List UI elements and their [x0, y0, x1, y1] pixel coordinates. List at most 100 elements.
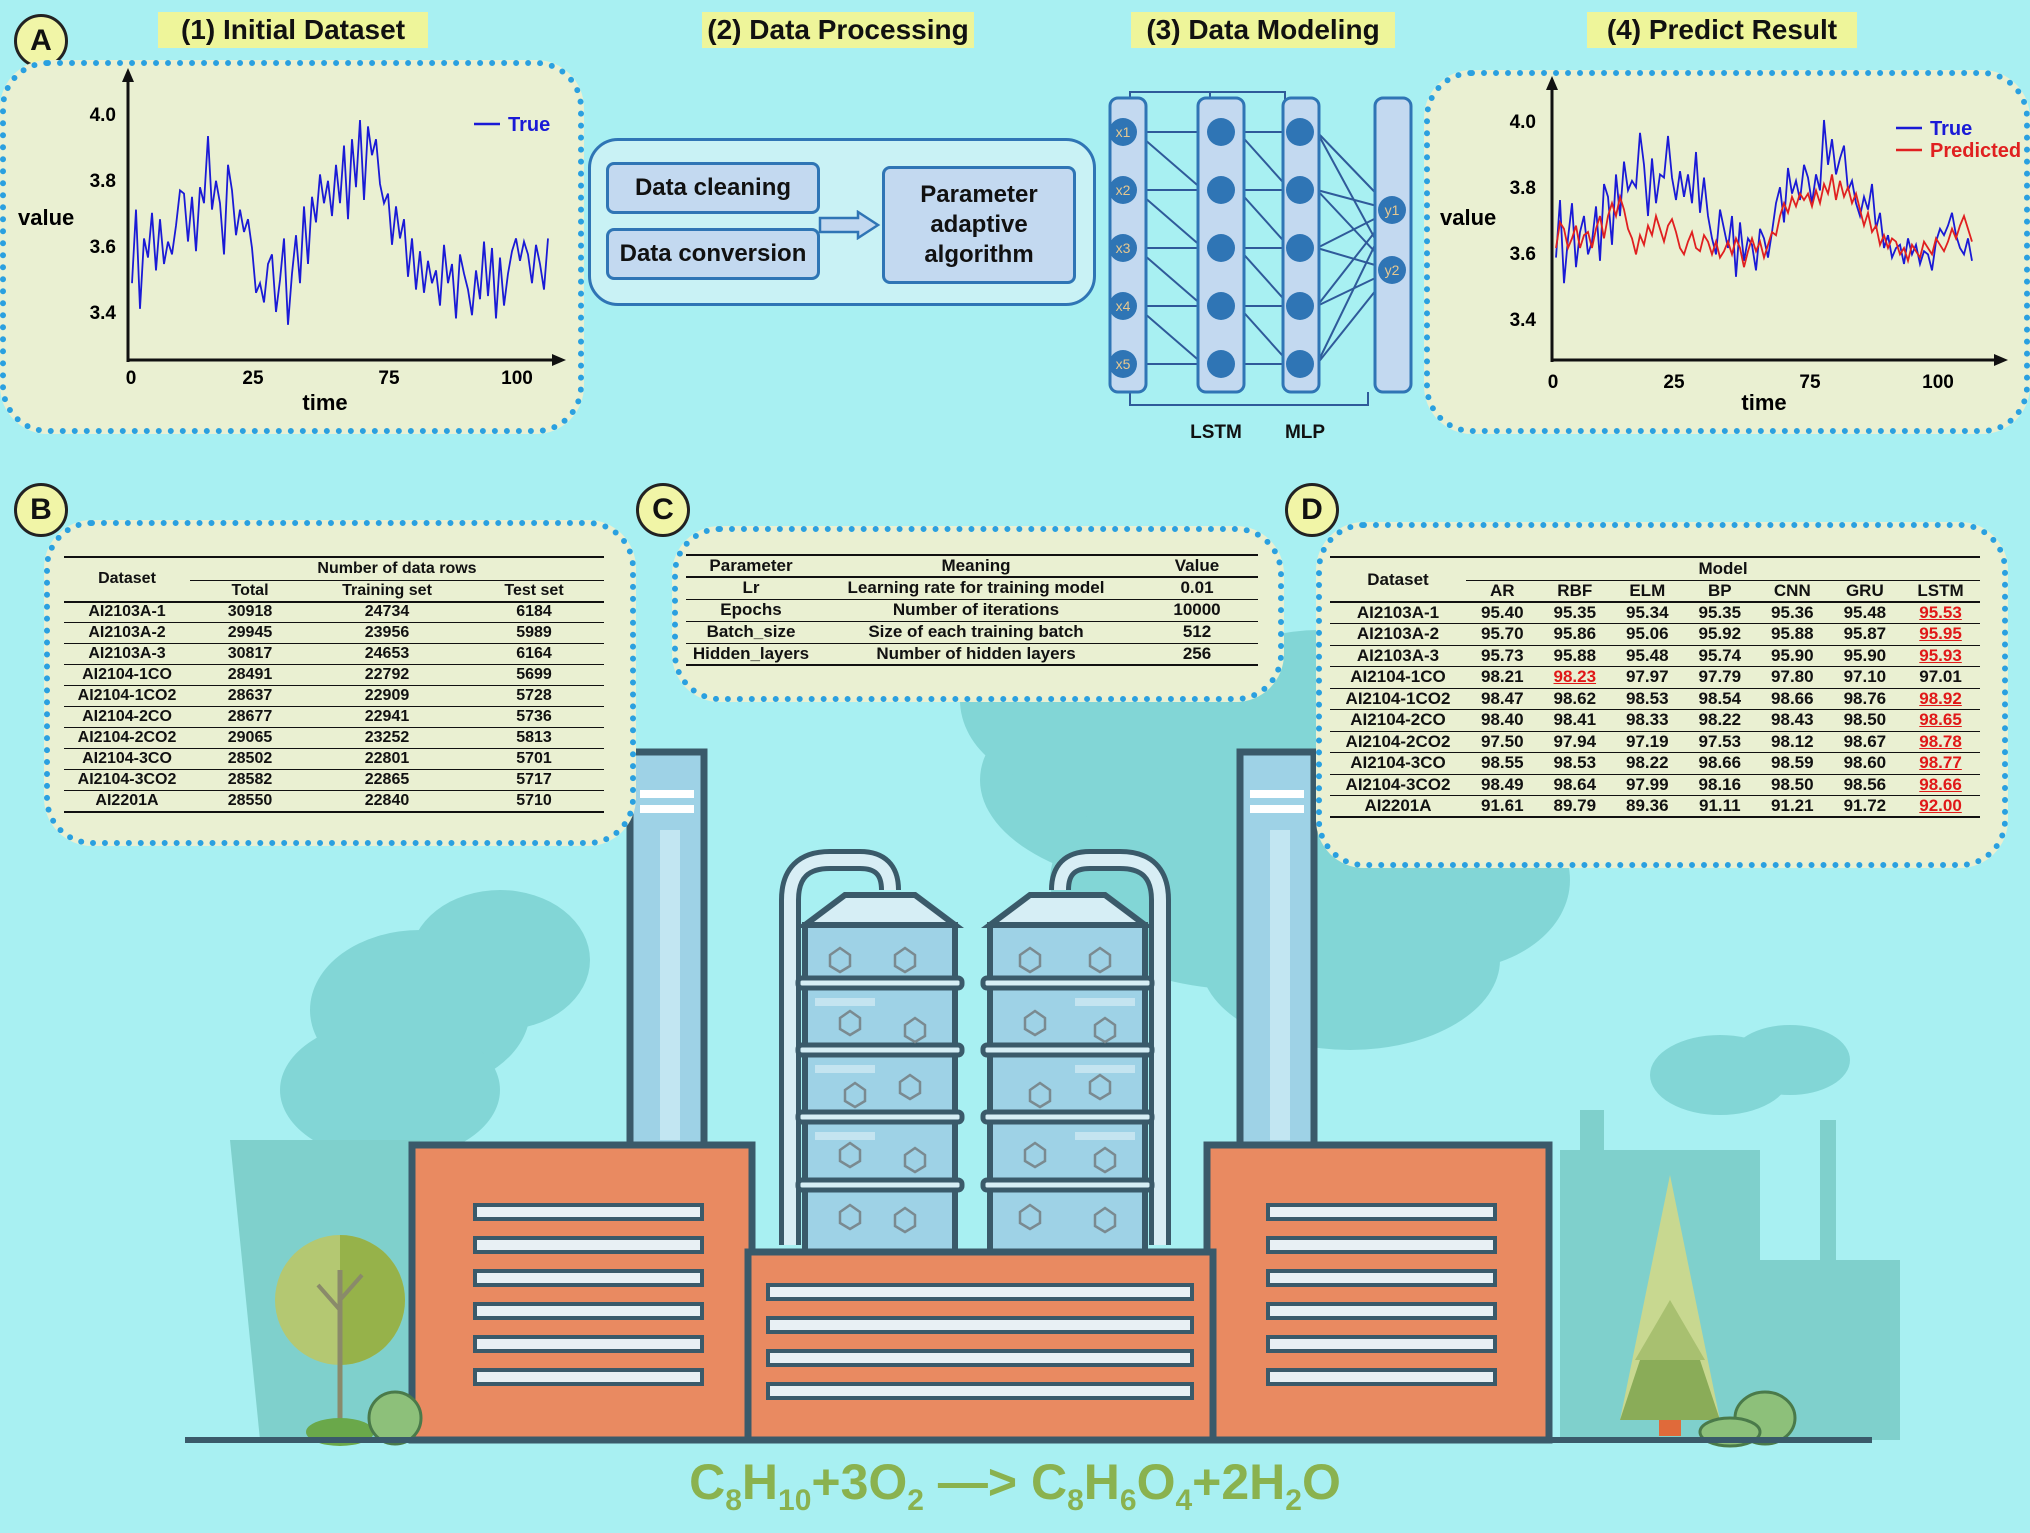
table-cell: 98.49	[1480, 774, 1524, 794]
initial-dataset-chart: value time 3.4 3.6 3.8 4.0 0 25 75 100 T…	[18, 68, 566, 415]
table-cell: 95.90	[1843, 645, 1887, 665]
table-cell: Number of hidden layers	[876, 643, 1076, 663]
section-title-data-modeling: (3) Data Modeling	[1131, 12, 1395, 48]
table-cell: 28677	[227, 708, 273, 725]
panel-label-d: D	[1285, 483, 1339, 537]
lstm-node	[1207, 176, 1235, 204]
table-cell: 98.62	[1553, 688, 1597, 708]
table-cell: 98.65	[1919, 710, 1962, 730]
table-cell: 98.16	[1698, 774, 1742, 794]
table-cell: 28502	[227, 750, 273, 767]
eq-part: O	[1301, 1454, 1341, 1510]
table-cell: 256	[1182, 643, 1212, 663]
row-label: AI2104-3CO	[1350, 753, 1446, 773]
table-cell: 98.41	[1553, 710, 1597, 730]
mlp-node	[1286, 176, 1314, 204]
table-cell: 22941	[364, 708, 410, 725]
legend-label-true: True	[508, 114, 550, 136]
table-cell: 97.80	[1771, 667, 1814, 687]
eq-sub: 8	[725, 1484, 742, 1517]
table-cell: 95.35	[1553, 603, 1597, 622]
table-cell: 98.53	[1553, 753, 1597, 773]
table-cell: 95.90	[1771, 645, 1814, 665]
input-node-label: x3	[1116, 240, 1131, 256]
table-cell: 28637	[227, 687, 273, 704]
x-tick-label: 0	[126, 368, 137, 389]
eq-part: C	[689, 1454, 726, 1510]
row-label: AI2103A-2	[88, 624, 166, 641]
table-cell: 98.66	[1919, 774, 1962, 794]
dataset-rows-table: Dataset Number of data rows Total Traini…	[64, 556, 604, 813]
row-label: AI2201A	[1364, 796, 1432, 815]
algorithm-label-line2: adaptive	[930, 211, 1028, 238]
table-cell: 98.33	[1626, 710, 1669, 730]
panel-label-a: A	[14, 14, 68, 68]
table-cell: 29945	[227, 624, 273, 641]
x-axis-label: time	[302, 390, 347, 415]
table-cell: 95.70	[1480, 624, 1524, 644]
eq-part: C	[1030, 1454, 1068, 1510]
table-cell: 28582	[227, 771, 273, 788]
row-label: AI2104-2CO2	[1345, 731, 1451, 751]
table-cell: 98.40	[1480, 710, 1524, 730]
col-header-meaning: Meaning	[941, 556, 1011, 575]
row-label: Batch_size	[706, 622, 796, 641]
input-node	[1109, 350, 1137, 378]
table-cell: 92.00	[1919, 796, 1962, 815]
lstm-node	[1207, 234, 1235, 262]
table-cell: 22865	[364, 771, 410, 788]
table-cell: 22792	[364, 666, 410, 683]
data-conversion-box: Data conversion	[606, 228, 820, 280]
table-cell: 95.87	[1843, 624, 1887, 644]
eq-sub: 6	[1119, 1484, 1137, 1517]
row-label: AI2103A-3	[88, 645, 166, 662]
lstm-node	[1207, 292, 1235, 320]
table-cell: 97.50	[1480, 731, 1524, 751]
table-cell: 30817	[227, 645, 273, 662]
table-cell: 512	[1182, 622, 1212, 641]
row-label: AI2104-3CO	[82, 750, 172, 767]
mlp-node	[1286, 292, 1314, 320]
input-node-label: x2	[1116, 182, 1131, 198]
input-node-label: x4	[1116, 298, 1131, 314]
panel-label-b: B	[14, 483, 68, 537]
eq-part: O	[1136, 1454, 1176, 1510]
table-cell: 91.11	[1699, 796, 1741, 815]
algorithm-label-line1: Parameter	[920, 181, 1038, 208]
output-node	[1378, 196, 1406, 224]
y-axis-label: value	[18, 205, 74, 230]
col-header-rbf: RBF	[1557, 581, 1593, 600]
mlp-label: MLP	[1285, 422, 1325, 443]
table-cell: 98.53	[1626, 688, 1669, 708]
input-node	[1109, 176, 1137, 204]
table-cell: 98.55	[1480, 753, 1524, 773]
y-tick-label: 3.4	[1510, 310, 1537, 331]
row-label: AI2104-2CO	[1350, 710, 1446, 730]
col-header-lstm: LSTM	[1917, 581, 1964, 600]
eq-part: H	[1083, 1454, 1120, 1510]
trees	[275, 1175, 1797, 1448]
y-tick-label: 3.6	[90, 237, 116, 258]
table-cell: 97.19	[1626, 731, 1669, 751]
table-cell: 95.93	[1919, 645, 1962, 665]
table-cell: 98.22	[1626, 753, 1669, 773]
table-cell: 98.23	[1553, 667, 1597, 687]
initial-dataset-panel	[0, 60, 584, 434]
table-cell: 10000	[1173, 600, 1221, 619]
table-cell: 98.43	[1771, 710, 1814, 730]
reaction-equation: C8H10+3O2 —> C8H6O4+2H2O	[0, 1450, 2030, 1533]
table-cell: 95.88	[1553, 645, 1597, 665]
table-cell: 98.60	[1843, 753, 1887, 773]
row-label: AI2103A-1	[88, 603, 166, 621]
row-label: AI2104-1CO2	[1345, 688, 1451, 708]
table-cell: 89.79	[1553, 796, 1597, 815]
